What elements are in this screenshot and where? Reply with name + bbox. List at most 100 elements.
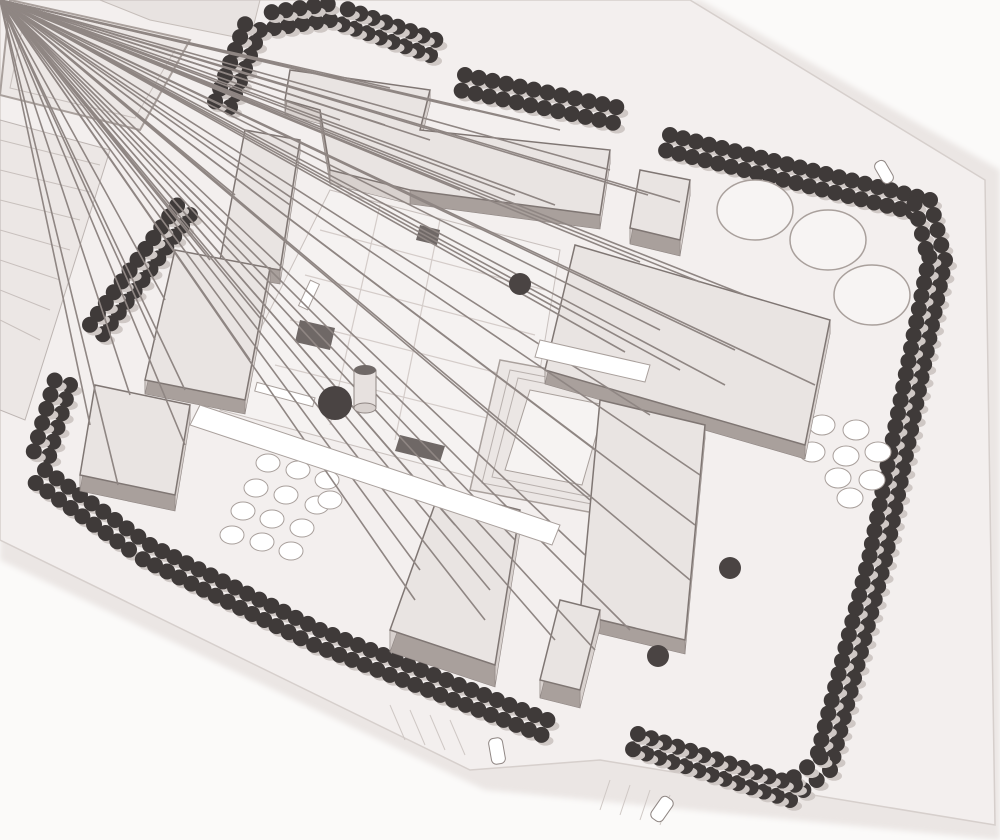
tree [146,557,163,574]
tree [508,716,525,733]
tree [813,731,830,748]
tree [481,88,498,105]
tree [842,683,859,700]
roof-outline [284,69,611,216]
tree [457,67,473,83]
tree [805,162,821,179]
tree [871,496,888,513]
tree [48,470,65,487]
tree [29,429,46,446]
tree [903,340,920,357]
tree [684,149,701,166]
roof-outline [79,384,191,496]
tree [522,97,539,114]
tree [39,483,56,500]
tree [154,543,171,560]
tree [118,520,135,537]
tree [913,225,930,242]
tree [906,195,923,212]
partition-wall [0,0,736,351]
tree [658,142,675,159]
tree [908,314,925,331]
tree [870,578,887,595]
tree [237,16,254,33]
disc [230,501,256,521]
tree [495,711,512,728]
tree [701,136,717,153]
tree [349,637,366,653]
tree [525,81,542,98]
partition-wall [0,0,556,641]
disc [255,453,281,473]
tree [299,615,316,632]
tree [884,431,901,448]
tree [608,99,625,116]
disc [249,532,275,552]
tree [883,182,899,199]
tree [910,210,927,227]
tree [470,701,487,718]
partition-wall [0,0,681,371]
tree [121,541,138,558]
partition-wall [0,0,291,206]
tree [827,679,844,696]
tree [252,22,268,38]
tree [470,69,487,86]
tree [892,201,909,218]
tank-3 [833,264,911,326]
roof-outline [579,399,706,641]
tree [438,672,455,688]
tree [178,555,195,572]
tree [514,702,531,718]
partition-wall [0,0,701,476]
tree [488,692,505,708]
tree [933,237,950,253]
tree [337,632,354,648]
tree [823,692,840,709]
tree [251,591,268,608]
tower-base [353,402,377,414]
tree [549,103,566,120]
tank-1 [716,179,794,241]
tree [844,613,861,630]
tree [331,646,348,663]
tree [292,630,309,647]
disc [278,541,304,561]
partition-wall [0,0,186,446]
tree [280,18,296,34]
tree [159,563,176,580]
tree [256,612,273,629]
tree [766,153,782,169]
disc [219,525,245,545]
tree [816,718,833,735]
feature-trees [318,273,741,667]
tree [828,735,845,752]
tree [46,372,63,389]
tree [263,4,280,21]
tree [171,569,188,586]
tree [38,400,55,417]
tree [83,495,100,512]
partition-wall [0,0,691,581]
tree [812,749,829,766]
tree [630,726,647,743]
tree [306,636,323,653]
north-wing [0,0,611,230]
tree [536,100,553,117]
tree [866,591,883,608]
partition-wall [0,0,186,391]
tree [287,609,304,626]
tree [369,661,386,678]
tree [247,34,263,51]
tree [714,140,730,156]
tree [134,551,151,568]
tree [142,537,158,553]
tree [792,159,808,176]
tree [925,207,942,223]
tree [835,709,852,726]
tree [74,508,91,525]
tree [219,593,236,610]
tree [400,657,417,673]
tree [37,462,53,478]
tree [450,677,467,693]
